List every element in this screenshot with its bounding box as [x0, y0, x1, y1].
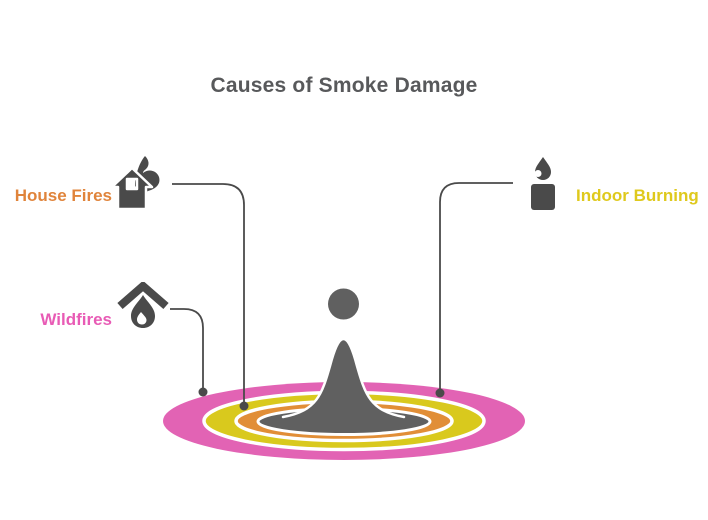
- person-body: [281, 337, 406, 419]
- connector-dot-house-fires: [239, 401, 249, 411]
- page-title: Causes of Smoke Damage: [210, 74, 478, 97]
- wildfire-icon: [117, 282, 169, 328]
- connector-wildfires: [170, 308, 204, 389]
- flame-shape: [131, 295, 155, 328]
- connector-dot-indoor-burning: [435, 388, 445, 398]
- flame-inner-highlight: [137, 312, 147, 325]
- label-indoor-burning: Indoor Burning: [576, 186, 699, 205]
- label-wildfires: Wildfires: [40, 310, 112, 329]
- connector-house-fires: [172, 183, 245, 403]
- candle-body: [531, 184, 555, 210]
- house-shape: [112, 166, 154, 210]
- label-house-fires: House Fires: [14, 186, 112, 205]
- candle-icon: [531, 157, 555, 210]
- connector-indoor-burning: [439, 182, 513, 390]
- candle-flame-highlight: [534, 170, 542, 177]
- house-fire-icon: [112, 156, 160, 210]
- connector-dot-wildfires: [198, 387, 208, 397]
- person-head: [328, 288, 359, 320]
- roof-shape: [117, 282, 169, 310]
